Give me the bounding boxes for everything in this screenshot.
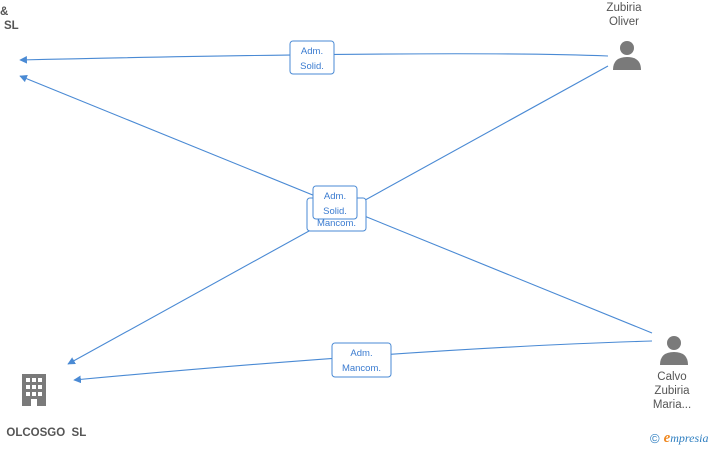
- building-icon[interactable]: [20, 372, 48, 406]
- brand-initial: e: [663, 429, 671, 446]
- person-calvo-label-line3: Maria...: [652, 399, 692, 411]
- edge-label-line1: Mancom.: [317, 218, 356, 229]
- person-icon[interactable]: [612, 39, 642, 71]
- person-oliver-label-line1: Zubiria: [606, 2, 642, 14]
- company-top-label-line1: &: [0, 6, 9, 18]
- empresia-logo: © empresia: [650, 430, 709, 446]
- person-calvo-label-line1: Calvo: [657, 371, 687, 383]
- person-oliver-label[interactable]: Zubiria Oliver: [598, 1, 650, 29]
- person-calvo-label[interactable]: Calvo Zubiria Maria...: [640, 370, 704, 412]
- edge-label-line2: Solid.: [300, 61, 324, 72]
- company-bottom-label-line1: OLCOSGO SL: [6, 427, 87, 439]
- edge-label-line1: Adm.: [324, 191, 346, 202]
- edge-label-line2: Mancom.: [342, 363, 381, 374]
- edge-label-line1: Adm.: [301, 46, 323, 57]
- edge-label-line1: Adm.: [350, 348, 372, 359]
- edge-label-line2: Solid.: [323, 206, 347, 217]
- company-top-label[interactable]: & SL: [0, 5, 19, 33]
- company-top-label-line2: SL: [4, 20, 19, 32]
- person-calvo-label-line2: Zubiria: [654, 385, 690, 397]
- company-bottom-label[interactable]: OLCOSGO SL: [0, 412, 86, 440]
- edge-label-oliver-top[interactable]: Adm. Solid.: [289, 40, 335, 75]
- edge-label-oliver-bottom[interactable]: Adm. Solid.: [312, 185, 358, 220]
- copyright-icon: ©: [650, 430, 660, 446]
- brand-name: mpresia: [670, 430, 709, 445]
- edge-line-oliver-to-top-company: [19, 53, 609, 64]
- person-oliver-label-line2: Oliver: [608, 16, 640, 28]
- edge-label-calvo-bottom[interactable]: Adm. Mancom.: [331, 342, 392, 378]
- person-icon[interactable]: [659, 334, 689, 366]
